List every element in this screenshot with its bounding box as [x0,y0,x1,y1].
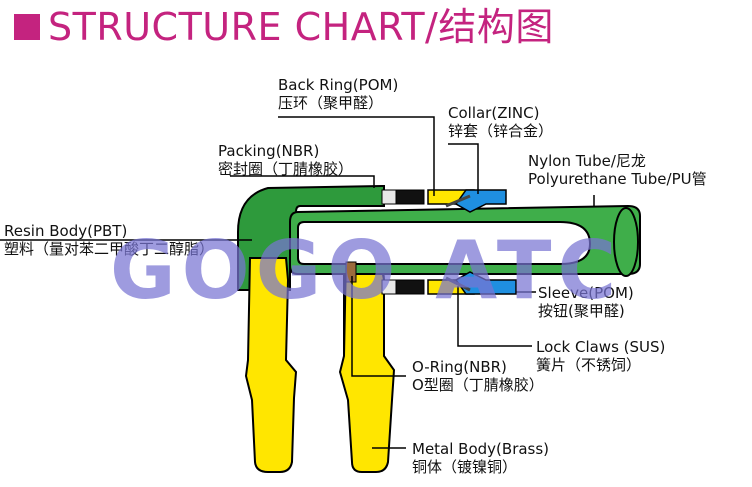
label-back-ring-en: Back Ring(POM) [278,76,399,94]
label-lock-claws-zh: 簧片（不锈饲） [536,356,642,374]
metal-body-right [338,257,396,473]
label-nylon-tube: Nylon Tube/尼龙 Polyurethane Tube/PU管 [528,152,707,188]
sleeve-bottom [454,271,517,295]
leader-packing [230,175,375,188]
label-metal-body: Metal Body(Brass) 铜体（镀镍铜） [412,440,549,476]
leader-back-ring [278,116,435,196]
leader-lines [0,116,595,449]
label-nylon-tube-pu: Polyurethane Tube/PU管 [528,170,707,188]
packing-top [395,189,425,205]
tube-end [613,207,639,277]
label-resin-body-zh: 塑料（量对苯二甲酸丁二醇脂） [4,240,215,258]
label-metal-body-en: Metal Body(Brass) [412,440,550,458]
label-o-ring-zh: O型圈（丁腈橡胶） [412,376,544,394]
back-ring-bottom [381,279,397,295]
label-resin-body-en: Resin Body(PBT) [4,222,128,240]
label-packing-en: Packing(NBR) [218,142,320,160]
label-collar-zh: 锌套（锌合金） [448,122,554,140]
label-lock-claws-en: Lock Claws (SUS) [536,338,666,356]
label-o-ring-en: O-Ring(NBR) [412,358,507,376]
label-sleeve-zh: 按钮(聚甲醛) [538,302,625,320]
label-o-ring: O-Ring(NBR) O型圈（丁腈橡胶） [412,358,544,394]
label-collar-en: Collar(ZINC) [448,104,540,122]
label-collar: Collar(ZINC) 锌套（锌合金） [448,104,553,140]
tube-bore [297,221,592,265]
label-packing-zh: 密封圈（丁腈橡胶） [218,160,354,178]
lock-claw-top [445,194,471,208]
label-lock-claws: Lock Claws (SUS) 簧片（不锈饲） [536,338,665,374]
label-sleeve: Sleeve(POM) 按钮(聚甲醛) [538,284,634,320]
watermark: GOGO ATC [110,224,623,317]
title-bullet [14,14,40,40]
label-metal-body-zh: 铜体（镀镍铜） [412,458,518,476]
lock-claw-bottom [445,276,471,292]
label-sleeve-en: Sleeve(POM) [538,284,634,302]
label-packing: Packing(NBR) 密封圈（丁腈橡胶） [218,142,353,178]
back-ring-top [381,189,397,205]
metal-body-left [244,257,298,473]
label-back-ring: Back Ring(POM) 压环（聚甲醛） [278,76,398,112]
label-nylon-tube-en: Nylon Tube/尼龙 [528,152,646,170]
label-resin-body: Resin Body(PBT) 塑料（量对苯二甲酸丁二醇脂） [4,222,214,258]
leader-lock-claws [457,286,532,347]
leader-o-ring [351,276,406,377]
page-title: STRUCTURE CHART/结构图 [48,5,554,49]
o-ring [345,261,357,283]
leader-collar [448,143,479,194]
label-back-ring-zh: 压环（聚甲醛） [278,94,384,112]
